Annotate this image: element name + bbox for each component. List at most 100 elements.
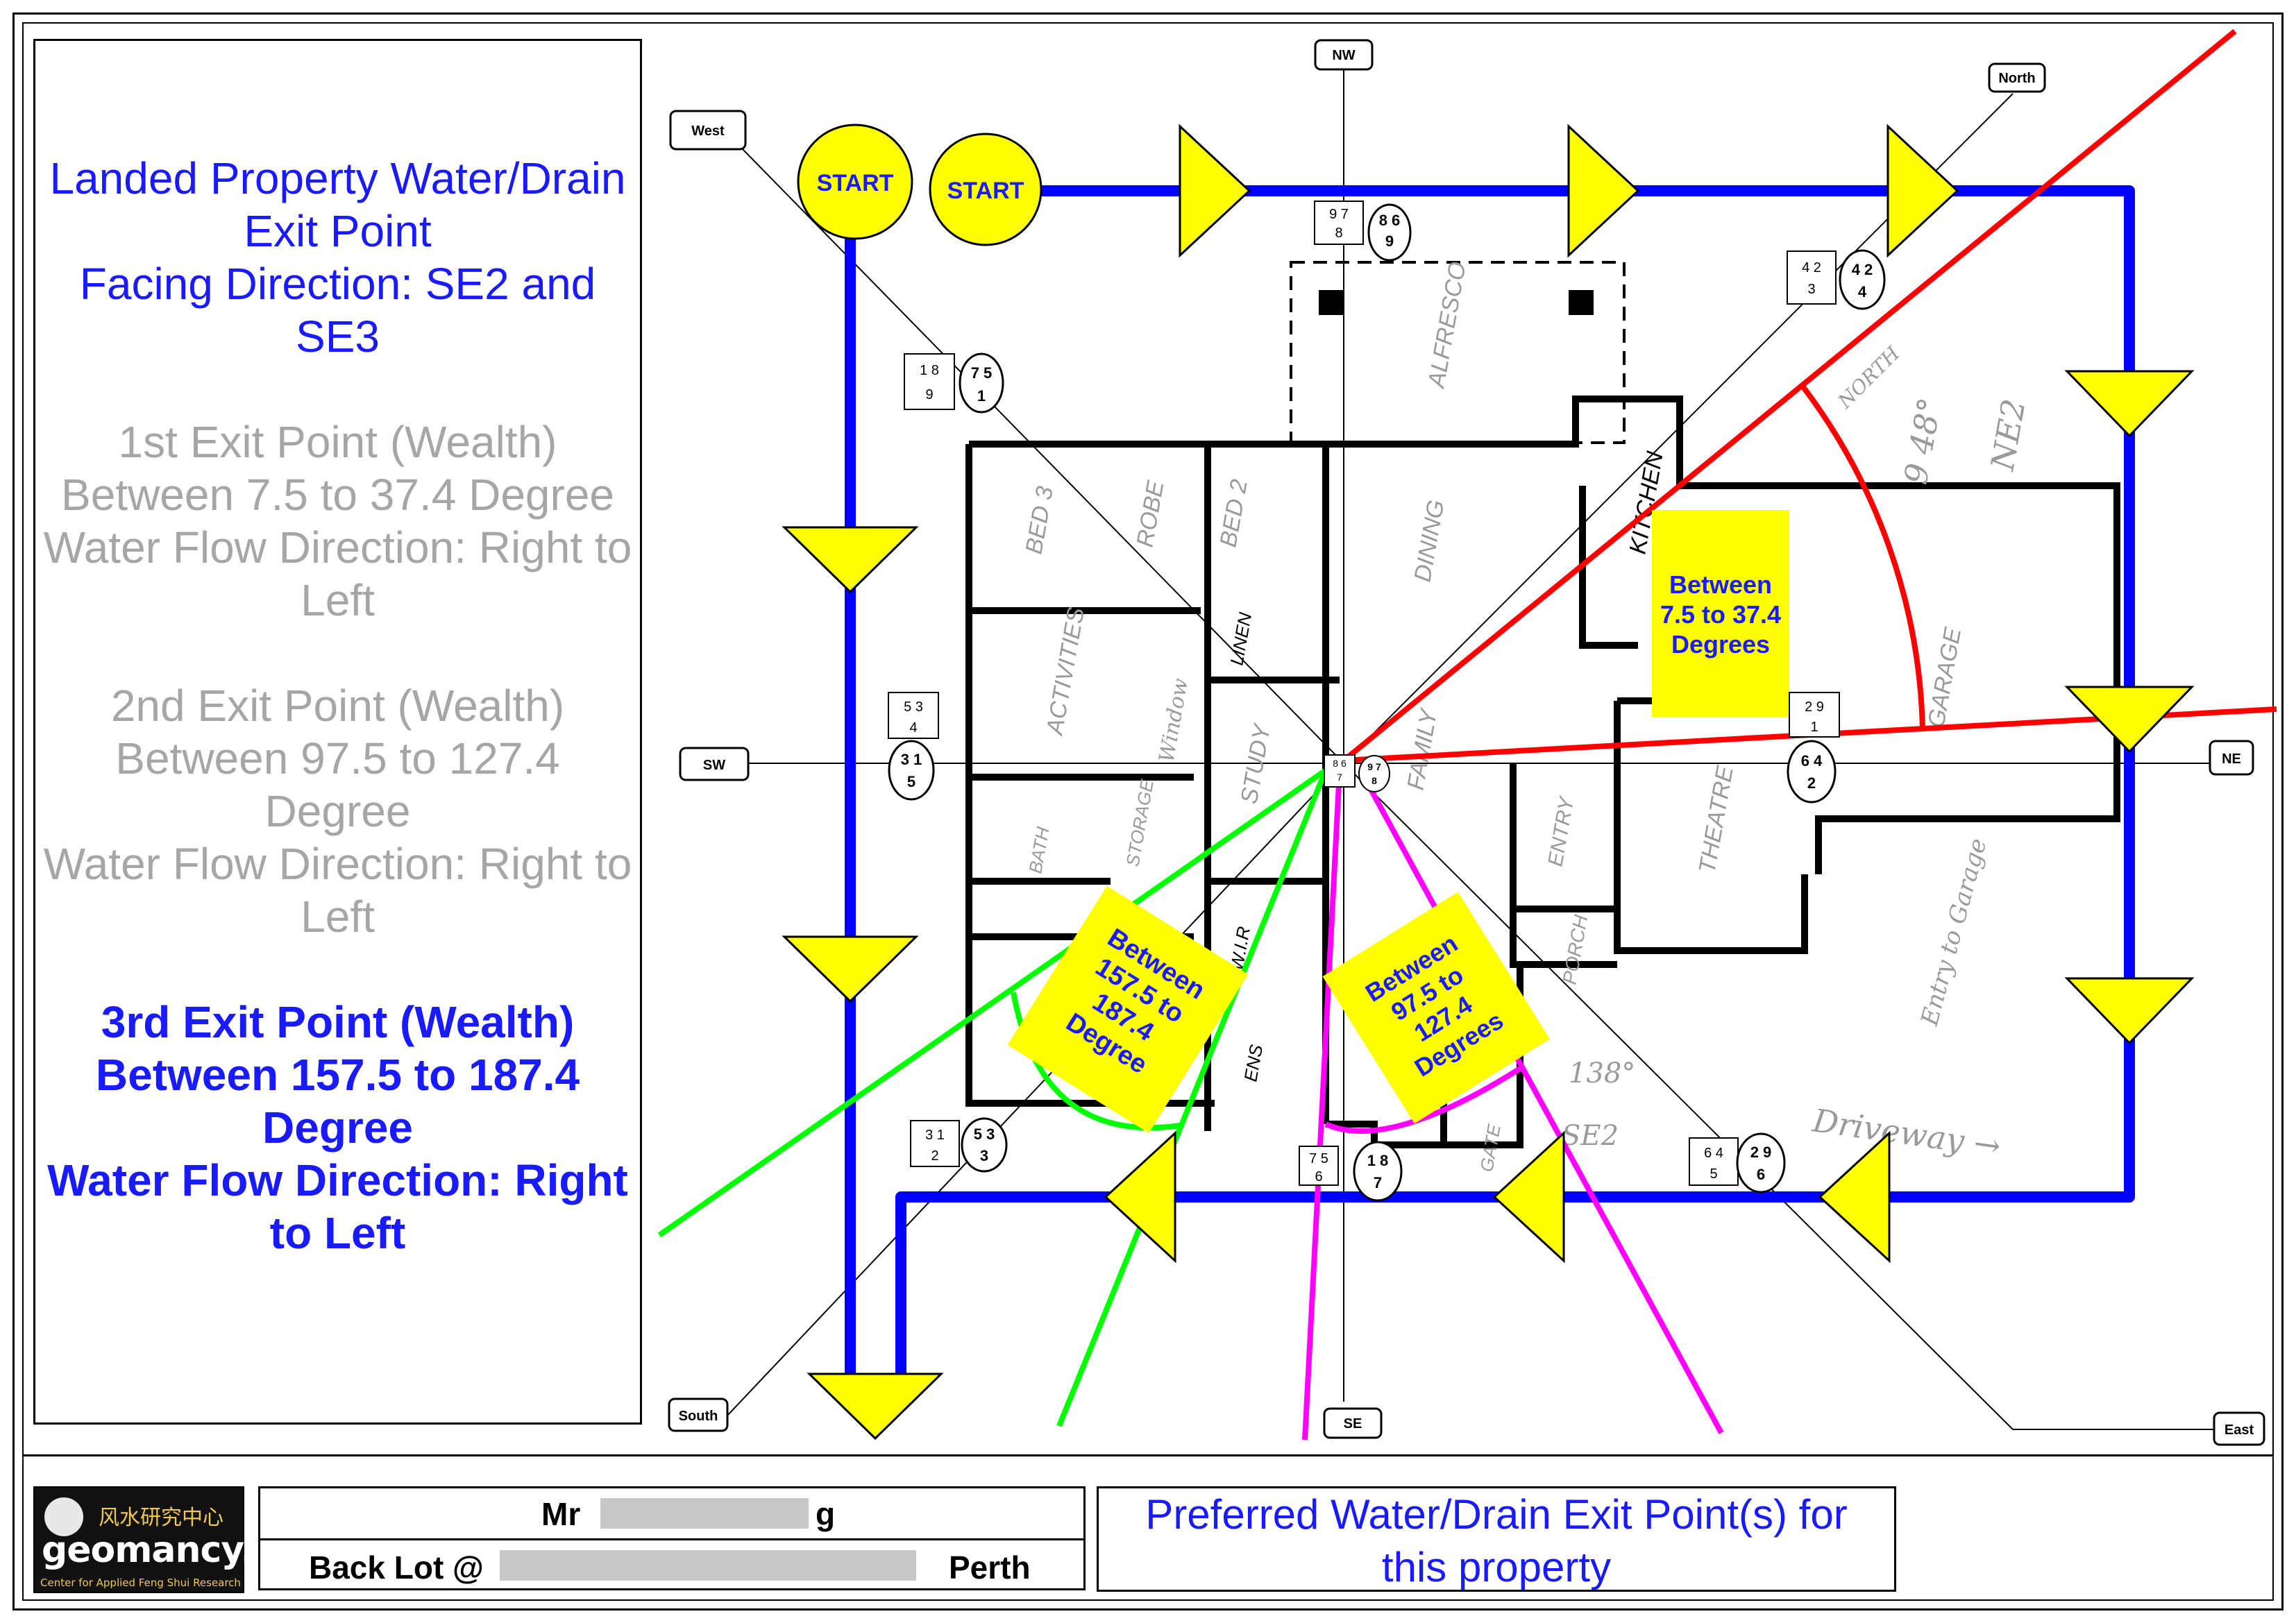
arrow-right bbox=[1179, 124, 1251, 258]
exit1-line: Water Flow Direction: Right to bbox=[43, 522, 632, 572]
water-flow-path bbox=[845, 185, 2135, 1386]
star-top: 3 1 bbox=[925, 1128, 945, 1143]
arrow-down bbox=[2064, 370, 2195, 438]
star-bottom: 5 bbox=[1710, 1166, 1717, 1182]
logo-subtitle: Center for Applied Feng Shui Research bbox=[40, 1577, 241, 1589]
arrow-left bbox=[1492, 1130, 1565, 1264]
client-name: Mr bbox=[541, 1496, 581, 1532]
room-label: GATE bbox=[1476, 1122, 1505, 1173]
arrow-down bbox=[782, 526, 919, 594]
star-top: 8 6 bbox=[1379, 212, 1401, 229]
legend-panel: Landed Property Water/Drain Exit Point F… bbox=[33, 39, 642, 1425]
compass-ne: NE bbox=[2222, 751, 2241, 767]
exit2-line: 2nd Exit Point (Wealth) bbox=[110, 681, 565, 731]
client-info-box: Mr g Back Lot @ Perth bbox=[258, 1486, 1086, 1590]
zone3-boundary bbox=[1056, 769, 1328, 1427]
star-ellipse bbox=[1367, 203, 1412, 262]
room-label: DINING bbox=[1409, 498, 1449, 584]
arrow-down bbox=[2064, 977, 2195, 1045]
star-square bbox=[888, 692, 939, 739]
client-name-end: g bbox=[816, 1496, 836, 1532]
star-bottom: 8 bbox=[1371, 775, 1377, 786]
annotations: 9 48° NE2 NORTH 138° SE2 Driveway → Entr… bbox=[1154, 342, 2032, 1165]
room-label: BED 2 bbox=[1215, 477, 1253, 549]
start-circle bbox=[797, 124, 913, 240]
exit2-line: Degree bbox=[264, 786, 411, 836]
wall bbox=[1579, 486, 1638, 649]
star-ellipse bbox=[1736, 1132, 1786, 1193]
client-name-row: Mr g bbox=[260, 1488, 1083, 1540]
star-ellipse bbox=[959, 352, 1004, 414]
zone2-boundary bbox=[1302, 770, 1342, 1441]
exit1-line: Left bbox=[301, 575, 375, 625]
exit2-line: Between 97.5 to 127.4 bbox=[115, 733, 560, 783]
arrow-down bbox=[807, 1373, 944, 1441]
star-bottom: 1 bbox=[1810, 720, 1818, 735]
compass-box bbox=[1323, 1407, 1383, 1439]
annotation: Window bbox=[1154, 677, 1193, 765]
yin-yang-icon bbox=[44, 1497, 83, 1536]
star-bottom: 7 bbox=[1337, 772, 1342, 783]
caption-line: this property bbox=[1381, 1544, 1612, 1590]
room-label: ENS bbox=[1240, 1043, 1267, 1084]
compass-nw: NW bbox=[1332, 48, 1355, 63]
room-label: LINEN bbox=[1226, 611, 1256, 667]
annotation: 138° bbox=[1569, 1057, 1635, 1089]
compass-box bbox=[1314, 39, 1374, 71]
exit2-line: Water Flow Direction: Right to bbox=[43, 839, 632, 889]
star-square bbox=[1324, 754, 1356, 788]
star-ellipse bbox=[1358, 755, 1390, 792]
wall bbox=[1510, 909, 1617, 968]
address-prefix: Back Lot @ bbox=[309, 1549, 484, 1586]
legend-title-line: Exit Point bbox=[244, 206, 432, 256]
zone3-box bbox=[1007, 885, 1249, 1134]
star-top: 8 6 bbox=[1333, 758, 1347, 769]
exit3-line: Between 157.5 to 187.4 bbox=[95, 1050, 580, 1100]
exit1-line: Between 7.5 to 37.4 Degree bbox=[61, 470, 614, 520]
star-bottom: 9 bbox=[925, 387, 933, 402]
star-square bbox=[1299, 1146, 1339, 1186]
zone1-box bbox=[1652, 510, 1789, 717]
star-top: 4 2 bbox=[1852, 261, 1873, 278]
compass-box bbox=[2213, 1411, 2265, 1446]
arrow-down bbox=[782, 935, 919, 1003]
star-top: 6 4 bbox=[1801, 752, 1823, 770]
exit3-line: Degree bbox=[262, 1103, 413, 1153]
caption-line: Preferred Water/Drain Exit Point(s) for bbox=[1145, 1491, 1848, 1538]
client-address-row: Back Lot @ Perth bbox=[260, 1540, 1083, 1590]
compass-box bbox=[1988, 62, 2046, 93]
arrow-right bbox=[1567, 124, 1640, 258]
room-label: GARAGE bbox=[1923, 625, 1966, 729]
arrow-left bbox=[1104, 1130, 1176, 1264]
star-top: 3 1 bbox=[901, 751, 922, 768]
flying-stars: 9 7 8 8 6 9 1 8 9 7 5 1 4 2 3 4 2 4 5 3 … bbox=[888, 201, 1886, 1202]
start-circle bbox=[929, 133, 1043, 246]
star-bottom: 4 bbox=[1858, 283, 1867, 300]
star-top: 4 2 bbox=[1802, 260, 1821, 275]
legend-title-line: Facing Direction: SE2 and bbox=[79, 259, 596, 309]
star-bottom: 6 bbox=[1757, 1166, 1765, 1183]
compass-east: East bbox=[2225, 1422, 2254, 1438]
star-ellipse bbox=[888, 740, 935, 801]
annotation: 9 48° bbox=[1897, 395, 1949, 487]
arrow-right bbox=[1886, 124, 1959, 258]
redacted-address bbox=[500, 1550, 916, 1581]
wall bbox=[1735, 482, 2120, 874]
star-bottom: 6 bbox=[1315, 1169, 1322, 1184]
star-top: 5 3 bbox=[974, 1125, 995, 1143]
inner-frame bbox=[22, 22, 2274, 1601]
legend-title-line: SE3 bbox=[296, 312, 380, 362]
zone2-box bbox=[1322, 892, 1551, 1124]
compass-north: North bbox=[1998, 71, 2035, 86]
room-label: STORAGE bbox=[1122, 777, 1158, 868]
alfresco-area bbox=[1290, 261, 1626, 444]
zone2-boundary bbox=[1358, 769, 1724, 1434]
star-square bbox=[910, 1120, 960, 1167]
zone-labels: Between 7.5 to 37.4 Degrees Between 97.5… bbox=[1007, 510, 1789, 1134]
room-label: THEATRE bbox=[1694, 764, 1739, 876]
room-label: FAMILY bbox=[1402, 706, 1442, 792]
arrow-left bbox=[1818, 1130, 1891, 1264]
outer-frame bbox=[12, 12, 2284, 1611]
compass-se: SE bbox=[1344, 1416, 1362, 1431]
star-square bbox=[1789, 692, 1840, 738]
